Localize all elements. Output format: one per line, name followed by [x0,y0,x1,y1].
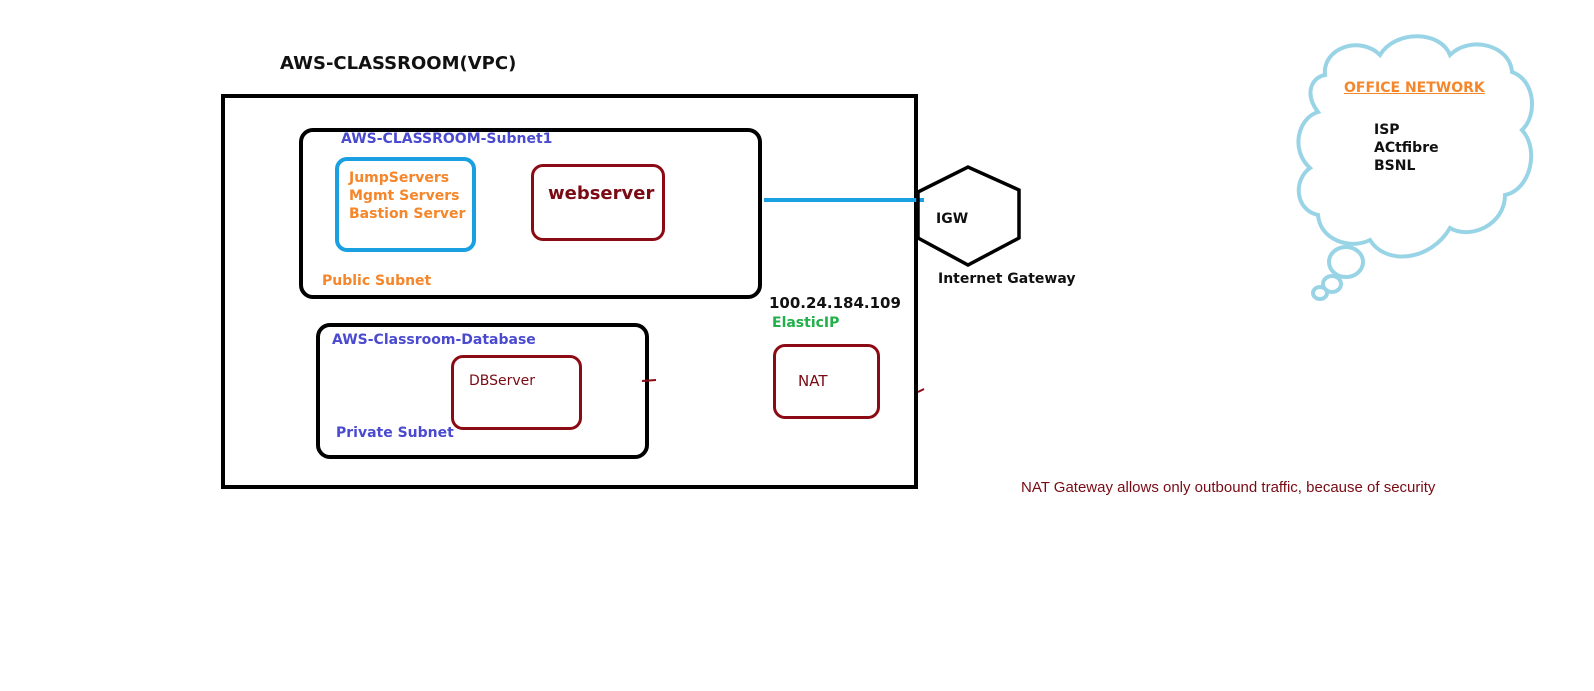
office-actfibre-line: ACtfibre [1374,140,1439,156]
public-subnet-container [299,128,762,299]
igw-hexagon [916,165,1021,267]
vpc-container [221,94,918,489]
private-subnet-title: AWS-Classroom-Database [332,332,536,348]
jump-servers-box [335,157,476,252]
public-subnet-title: AWS-CLASSROOM-Subnet1 [341,131,553,147]
db-server-box [451,355,582,430]
nat-box [773,344,880,419]
nat-note: NAT Gateway allows only outbound traffic… [1021,479,1436,496]
nat-link-mark [917,388,925,393]
nat-label: NAT [798,372,828,390]
public-subnet-label: Public Subnet [322,273,432,289]
elastic-ip-label: ElasticIP [772,315,840,331]
vpc-title: AWS-CLASSROOM(VPC) [280,53,517,74]
office-isp-line: ISP [1374,122,1400,138]
jump-servers-label: JumpServers [349,170,450,186]
db-link-mark [641,379,657,382]
bastion-server-label: Bastion Server [349,206,466,222]
db-server-label: DBServer [469,373,536,389]
office-bsnl-line: BSNL [1374,158,1416,174]
igw-label: IGW [936,211,969,227]
office-network-title: OFFICE NETWORK [1344,80,1485,96]
private-subnet-label: Private Subnet [336,425,454,441]
igw-caption: Internet Gateway [938,271,1076,287]
private-subnet-container [316,323,649,459]
mgmt-servers-label: Mgmt Servers [349,188,460,204]
webserver-box [531,164,665,241]
office-cloud-shape [1296,34,1535,301]
elastic-ip-address: 100.24.184.109 [769,294,901,312]
webserver-label: webserver [548,183,655,204]
